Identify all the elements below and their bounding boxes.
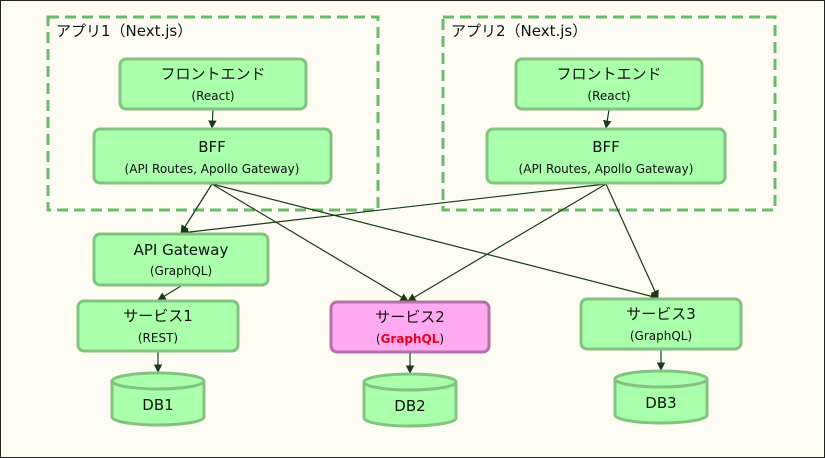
node-fe1-label: フロントエンド — [160, 65, 265, 83]
edge-apigw-to-svc1 — [157, 285, 182, 301]
node-svc3[interactable]: サービス3 (GraphQL) — [579, 297, 743, 351]
node-bff1-label: BFF — [198, 138, 226, 156]
group-app1-title: アプリ1（Next.js） — [56, 22, 192, 40]
node-svc1[interactable]: サービス1 (REST) — [76, 299, 240, 353]
node-fe2-sub: (React) — [587, 89, 630, 103]
node-svc3-label: サービス3 — [626, 305, 696, 323]
node-bff2-label: BFF — [592, 138, 620, 156]
node-svc1-sub: (REST) — [138, 331, 178, 345]
node-svc2-sub-open: ( — [376, 332, 381, 346]
node-svc2-sub: (GraphQL) — [376, 332, 444, 346]
group-app2-title: アプリ2（Next.js） — [451, 22, 587, 40]
db3-label: DB3 — [645, 394, 676, 412]
node-apigw[interactable]: API Gateway (GraphQL) — [92, 232, 270, 287]
db1-cylinder[interactable]: DB1 — [110, 371, 206, 427]
node-fe2-label: フロントエンド — [556, 65, 661, 83]
db3-cylinder[interactable]: DB3 — [613, 369, 709, 425]
node-bff2[interactable]: BFF (API Routes, Apollo Gateway) — [485, 127, 727, 185]
node-svc2-sub-close: ) — [439, 332, 444, 346]
node-svc2-label: サービス2 — [375, 308, 445, 326]
edge-bff2-to-svc2 — [407, 183, 607, 302]
edge-fe1-to-bff1 — [208, 109, 217, 129]
db1-label: DB1 — [142, 396, 173, 414]
db2-label: DB2 — [394, 397, 425, 415]
group-app2: アプリ2（Next.js） — [441, 15, 777, 212]
group-app1: アプリ1（Next.js） — [46, 15, 380, 212]
node-fe2[interactable]: フロントエンド (React) — [514, 57, 704, 111]
node-fe1-sub: (React) — [191, 89, 234, 103]
edge-bff1-to-svc2 — [211, 183, 409, 302]
node-svc2-sub-highlight: GraphQL — [381, 332, 440, 346]
node-svc3-sub: (GraphQL) — [630, 329, 692, 343]
edge-bff1-to-svc3 — [211, 183, 659, 301]
db2-cylinder[interactable]: DB2 — [362, 372, 458, 428]
edge-bff1-to-apigw — [180, 183, 213, 234]
node-bff2-sub: (API Routes, Apollo Gateway) — [519, 162, 694, 176]
node-bff1-sub: (API Routes, Apollo Gateway) — [125, 162, 300, 176]
node-bff1[interactable]: BFF (API Routes, Apollo Gateway) — [92, 127, 333, 185]
edges-layer — [153, 109, 666, 374]
edge-bff2-to-apigw — [180, 183, 607, 237]
node-apigw-label: API Gateway — [134, 241, 229, 259]
node-apigw-sub: (GraphQL) — [150, 264, 212, 278]
node-svc1-label: サービス1 — [123, 307, 193, 325]
node-fe1[interactable]: フロントエンド (React) — [118, 57, 308, 111]
edge-bff2-to-svc3 — [605, 183, 659, 299]
edge-fe2-to-bff2 — [603, 109, 612, 129]
node-svc2[interactable]: サービス2 (GraphQL) — [329, 300, 491, 354]
